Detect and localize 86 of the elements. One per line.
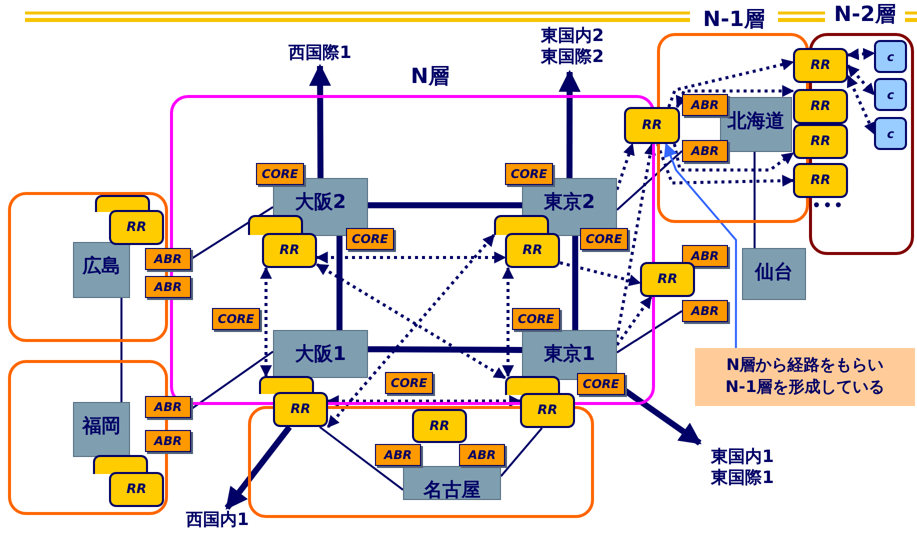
router-box (494, 215, 549, 235)
destination-label: 東国内2 東国際2 (525, 22, 620, 72)
core-box: CORE (256, 163, 304, 185)
abr-box: ABR (459, 444, 505, 466)
connection-line (616, 150, 683, 211)
core-box: CORE (346, 228, 394, 250)
client-box: c (874, 78, 907, 111)
core-box: CORE (580, 228, 628, 250)
router-box: RR (273, 392, 328, 427)
router-box: RR (793, 48, 848, 83)
thick-arrow (558, 70, 581, 178)
router-box: RR (520, 393, 575, 428)
core-box: CORE (512, 308, 560, 330)
connection-line (190, 206, 274, 260)
dotted-arrow (502, 266, 514, 378)
callout-box: N層から経路をもらい N-1層を形成している (695, 348, 915, 406)
dotted-arrow (846, 48, 876, 60)
abr-box: ABR (145, 248, 191, 270)
router-box: RR (412, 409, 467, 443)
site-box: 仙台 (742, 248, 806, 300)
destination-label: 西国際1 (280, 42, 360, 66)
router-box (248, 215, 303, 235)
router-box (93, 455, 148, 474)
connection-line (319, 426, 404, 491)
leader-line (664, 142, 737, 348)
dotted-arrow (672, 144, 794, 172)
destination-label: 東国内1 東国際1 (695, 443, 790, 493)
dotted-arrow (846, 74, 876, 135)
dotted-arrow (616, 142, 635, 190)
abr-box: ABR (682, 94, 728, 116)
dotted-arrow (656, 143, 794, 187)
thick-arrow (309, 64, 332, 178)
destination-label: 西国内1 (170, 508, 265, 534)
abr-box: ABR (682, 245, 728, 267)
core-box: CORE (212, 308, 260, 330)
router-box: RR (793, 163, 848, 198)
core-box: CORE (577, 373, 625, 395)
router-box: RR (109, 210, 164, 245)
dotted-arrow (667, 58, 794, 108)
router-box: RR (262, 233, 317, 268)
thick-line (336, 236, 342, 330)
router-box: RR (793, 89, 848, 124)
router-box: RR (505, 233, 560, 268)
connection-line (616, 310, 683, 354)
router-box (95, 195, 150, 212)
router-box: RR (624, 107, 680, 144)
abr-box: ABR (375, 444, 421, 466)
site-box: 大阪1 (273, 330, 368, 378)
connection-line (754, 152, 756, 248)
dotted-arrow (846, 64, 876, 96)
dotted-arrow (316, 252, 506, 264)
client-box: c (874, 117, 907, 150)
thick-line (572, 236, 578, 330)
dotted-arrow (616, 142, 656, 338)
connection-line (120, 298, 122, 402)
site-box: 福岡 (73, 402, 130, 457)
dotted-arrow (326, 234, 496, 428)
router-box: RR (793, 124, 848, 159)
thick-line (368, 346, 522, 353)
abr-box: ABR (682, 140, 728, 162)
router-box (259, 376, 314, 394)
site-box: 北海道 (720, 97, 792, 152)
router-box: RR (640, 262, 695, 297)
abr-box: ABR (145, 430, 191, 452)
site-box: 広島 (73, 242, 130, 298)
core-box: CORE (385, 372, 433, 394)
dotted-arrow (560, 261, 642, 286)
site-box: 東京1 (522, 330, 617, 380)
dotted-arrow (616, 296, 652, 346)
site-box: 名古屋 (403, 466, 501, 500)
connection-line (190, 350, 274, 410)
abr-box: ABR (145, 276, 191, 298)
dotted-arrow (316, 263, 506, 380)
thick-arrow (224, 425, 292, 510)
dotted-arrow (260, 266, 272, 378)
connection-line (500, 427, 543, 477)
ellipsis-mark: ••• (812, 198, 845, 214)
dotted-arrow (326, 395, 522, 408)
client-box: c (874, 40, 907, 73)
core-box: CORE (505, 163, 553, 185)
dotted-arrow (676, 85, 794, 108)
router-box: RR (109, 472, 164, 507)
router-box (505, 376, 560, 395)
thick-line (368, 202, 522, 208)
abr-box: ABR (682, 300, 728, 322)
abr-box: ABR (145, 396, 191, 418)
